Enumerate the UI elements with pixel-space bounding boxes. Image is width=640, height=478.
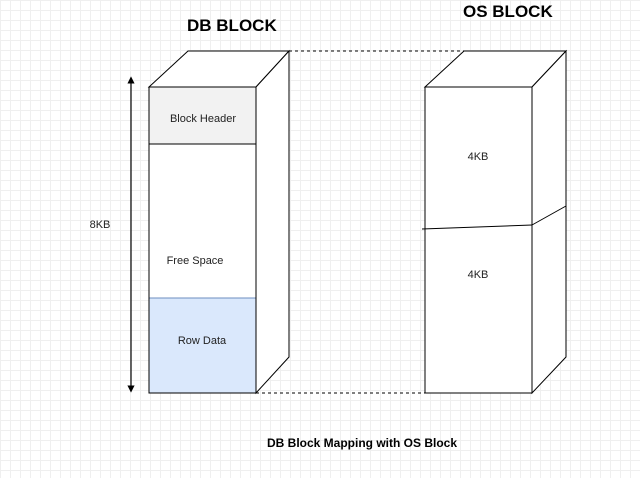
block-header-label: Block Header	[170, 113, 236, 125]
os-block-title: OS BLOCK	[463, 2, 553, 21]
row-data-label: Row Data	[178, 335, 227, 347]
os-block-divider-front	[421, 224, 533, 230]
db-block-cube	[147, 49, 291, 395]
free-space-label: Free Space	[167, 255, 224, 267]
db-block-side-face	[255, 49, 290, 395]
db-block-title: DB BLOCK	[187, 16, 277, 35]
os-block-divider-side	[531, 205, 567, 226]
row-data-segment	[148, 297, 257, 394]
free-space-segment	[148, 143, 257, 299]
size-label: 8KB	[90, 219, 111, 231]
os-lower-size-label: 4KB	[468, 269, 489, 281]
diagram-caption: DB Block Mapping with OS Block	[267, 436, 457, 450]
os-block-front-face	[424, 86, 533, 394]
os-block-cube	[421, 49, 568, 395]
os-upper-size-label: 4KB	[468, 151, 489, 163]
db-block-front-outline	[148, 86, 257, 394]
